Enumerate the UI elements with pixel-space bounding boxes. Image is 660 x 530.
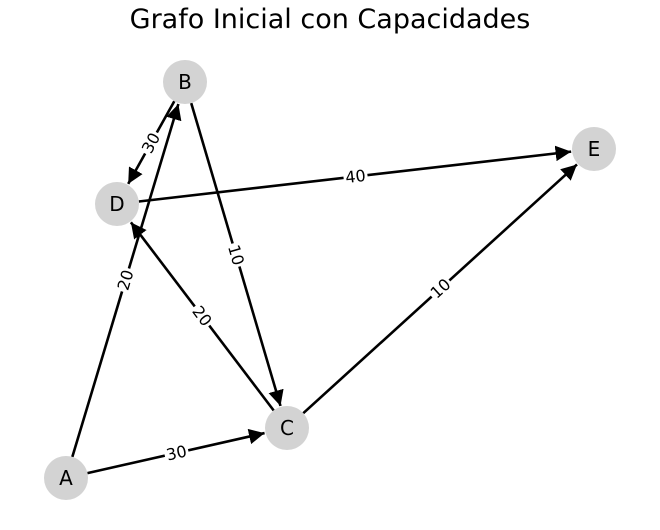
edge-label-C-D: 20 xyxy=(187,301,217,331)
edge-label-background xyxy=(187,301,217,331)
node-E: E xyxy=(572,127,616,171)
node-label: B xyxy=(178,70,192,94)
edge-label-background xyxy=(113,265,138,295)
node-label: E xyxy=(588,137,601,161)
edge-label-A-B: 20 xyxy=(113,265,138,295)
node-D: D xyxy=(95,182,139,226)
edges-layer xyxy=(71,100,578,475)
edge-capacity-label: 30 xyxy=(138,129,165,156)
edge-label-background xyxy=(223,240,249,270)
node-label: D xyxy=(109,192,124,216)
node-label: A xyxy=(59,466,73,490)
edge-capacity-label: 40 xyxy=(344,166,366,187)
node-circle xyxy=(44,456,88,500)
edge-capacity-label: 30 xyxy=(164,441,188,464)
edge-label-background xyxy=(425,273,456,304)
edge-label-B-D: 30 xyxy=(137,128,165,158)
node-circle xyxy=(95,182,139,226)
node-circle xyxy=(163,60,207,104)
node-circle xyxy=(265,406,309,450)
nodes-layer: A B C D E xyxy=(44,60,616,500)
node-A: A xyxy=(44,456,88,500)
node-label: C xyxy=(280,416,294,440)
node-C: C xyxy=(265,406,309,450)
edge-capacity-label: 10 xyxy=(224,243,248,268)
node-B: B xyxy=(163,60,207,104)
edge-label-D-E: 40 xyxy=(342,166,369,187)
edge-label-background xyxy=(137,128,165,158)
edge-label-background xyxy=(162,441,191,465)
edge-label-A-C: 30 xyxy=(162,441,191,465)
edge-label-background xyxy=(342,166,369,187)
edge-capacity-label: 20 xyxy=(188,302,215,330)
diagram-title: Grafo Inicial con Capacidades xyxy=(129,4,531,35)
edge-label-B-C: 10 xyxy=(223,240,249,270)
node-circle xyxy=(572,127,616,171)
